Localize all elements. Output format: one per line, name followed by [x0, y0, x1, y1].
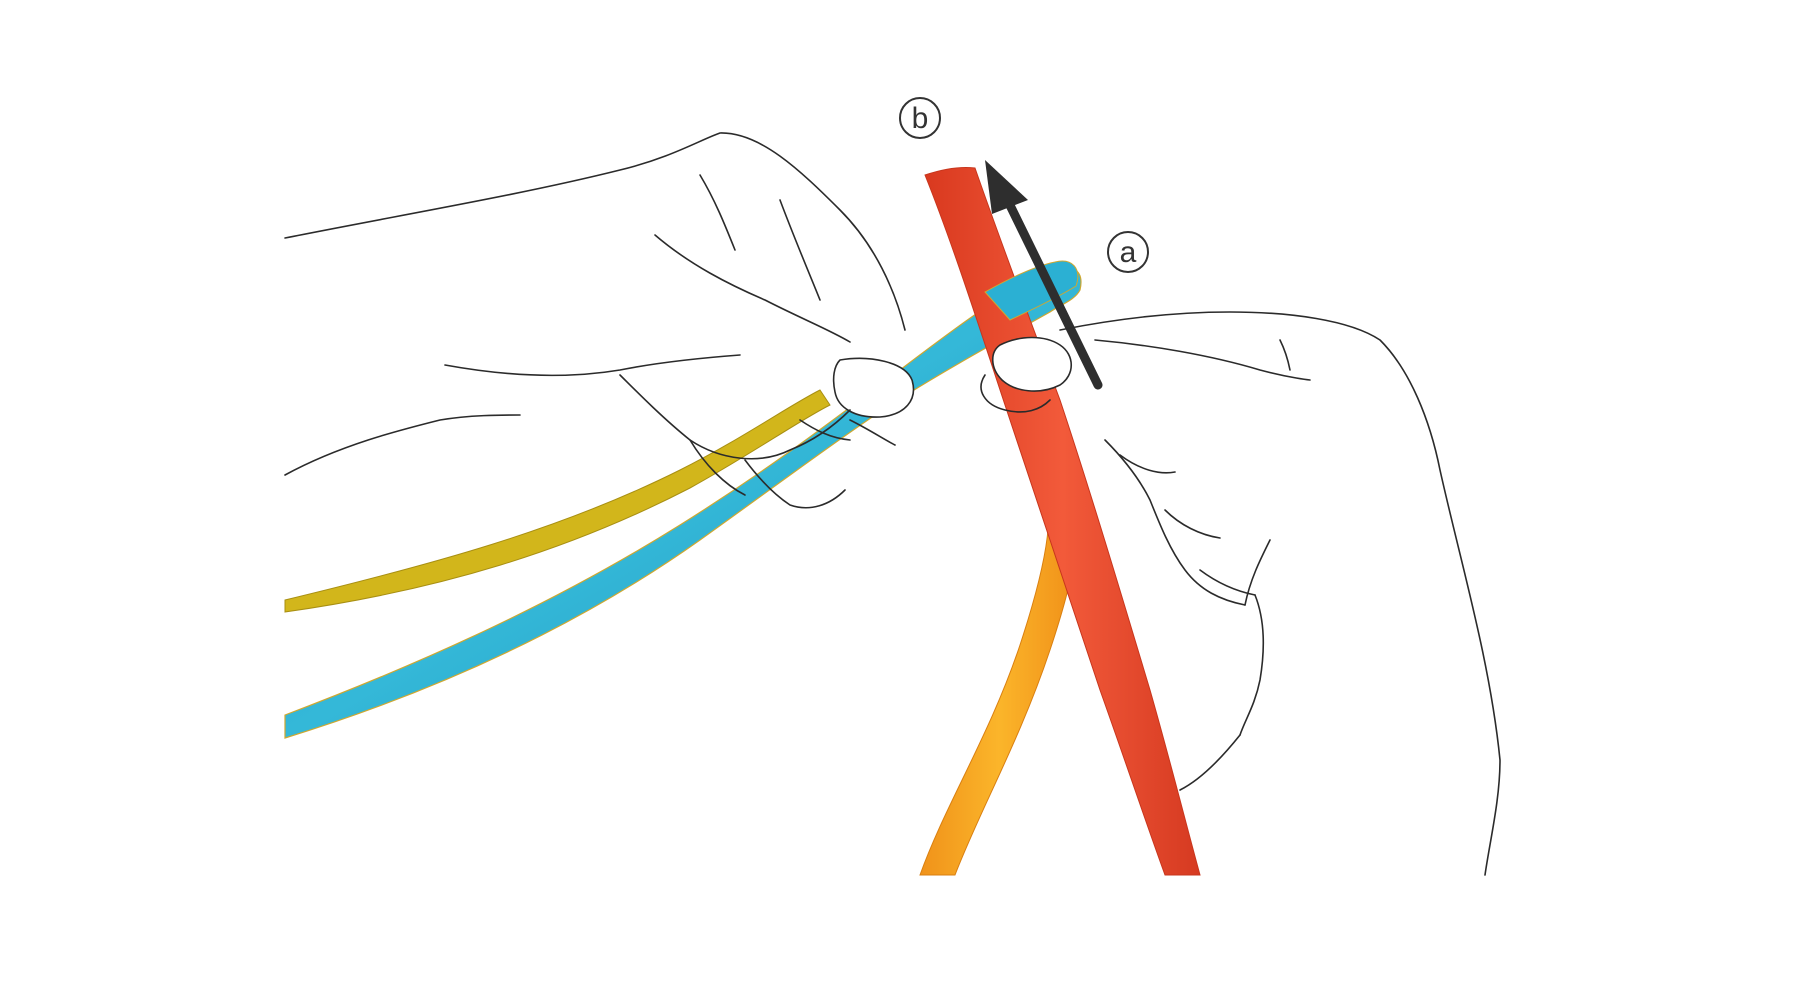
right-hand: [980, 311, 1501, 876]
blue-ribbon-loop-front: [984, 260, 1079, 321]
callout-b: b: [899, 97, 941, 139]
svg-text:b: b: [912, 102, 929, 135]
blue-ribbon: [284, 266, 1082, 739]
left-hand: [284, 132, 915, 509]
callout-a: a: [1107, 231, 1149, 273]
yellow-ribbon: [284, 389, 831, 613]
svg-text:a: a: [1120, 236, 1137, 269]
up-arrow-icon: [985, 160, 1103, 390]
